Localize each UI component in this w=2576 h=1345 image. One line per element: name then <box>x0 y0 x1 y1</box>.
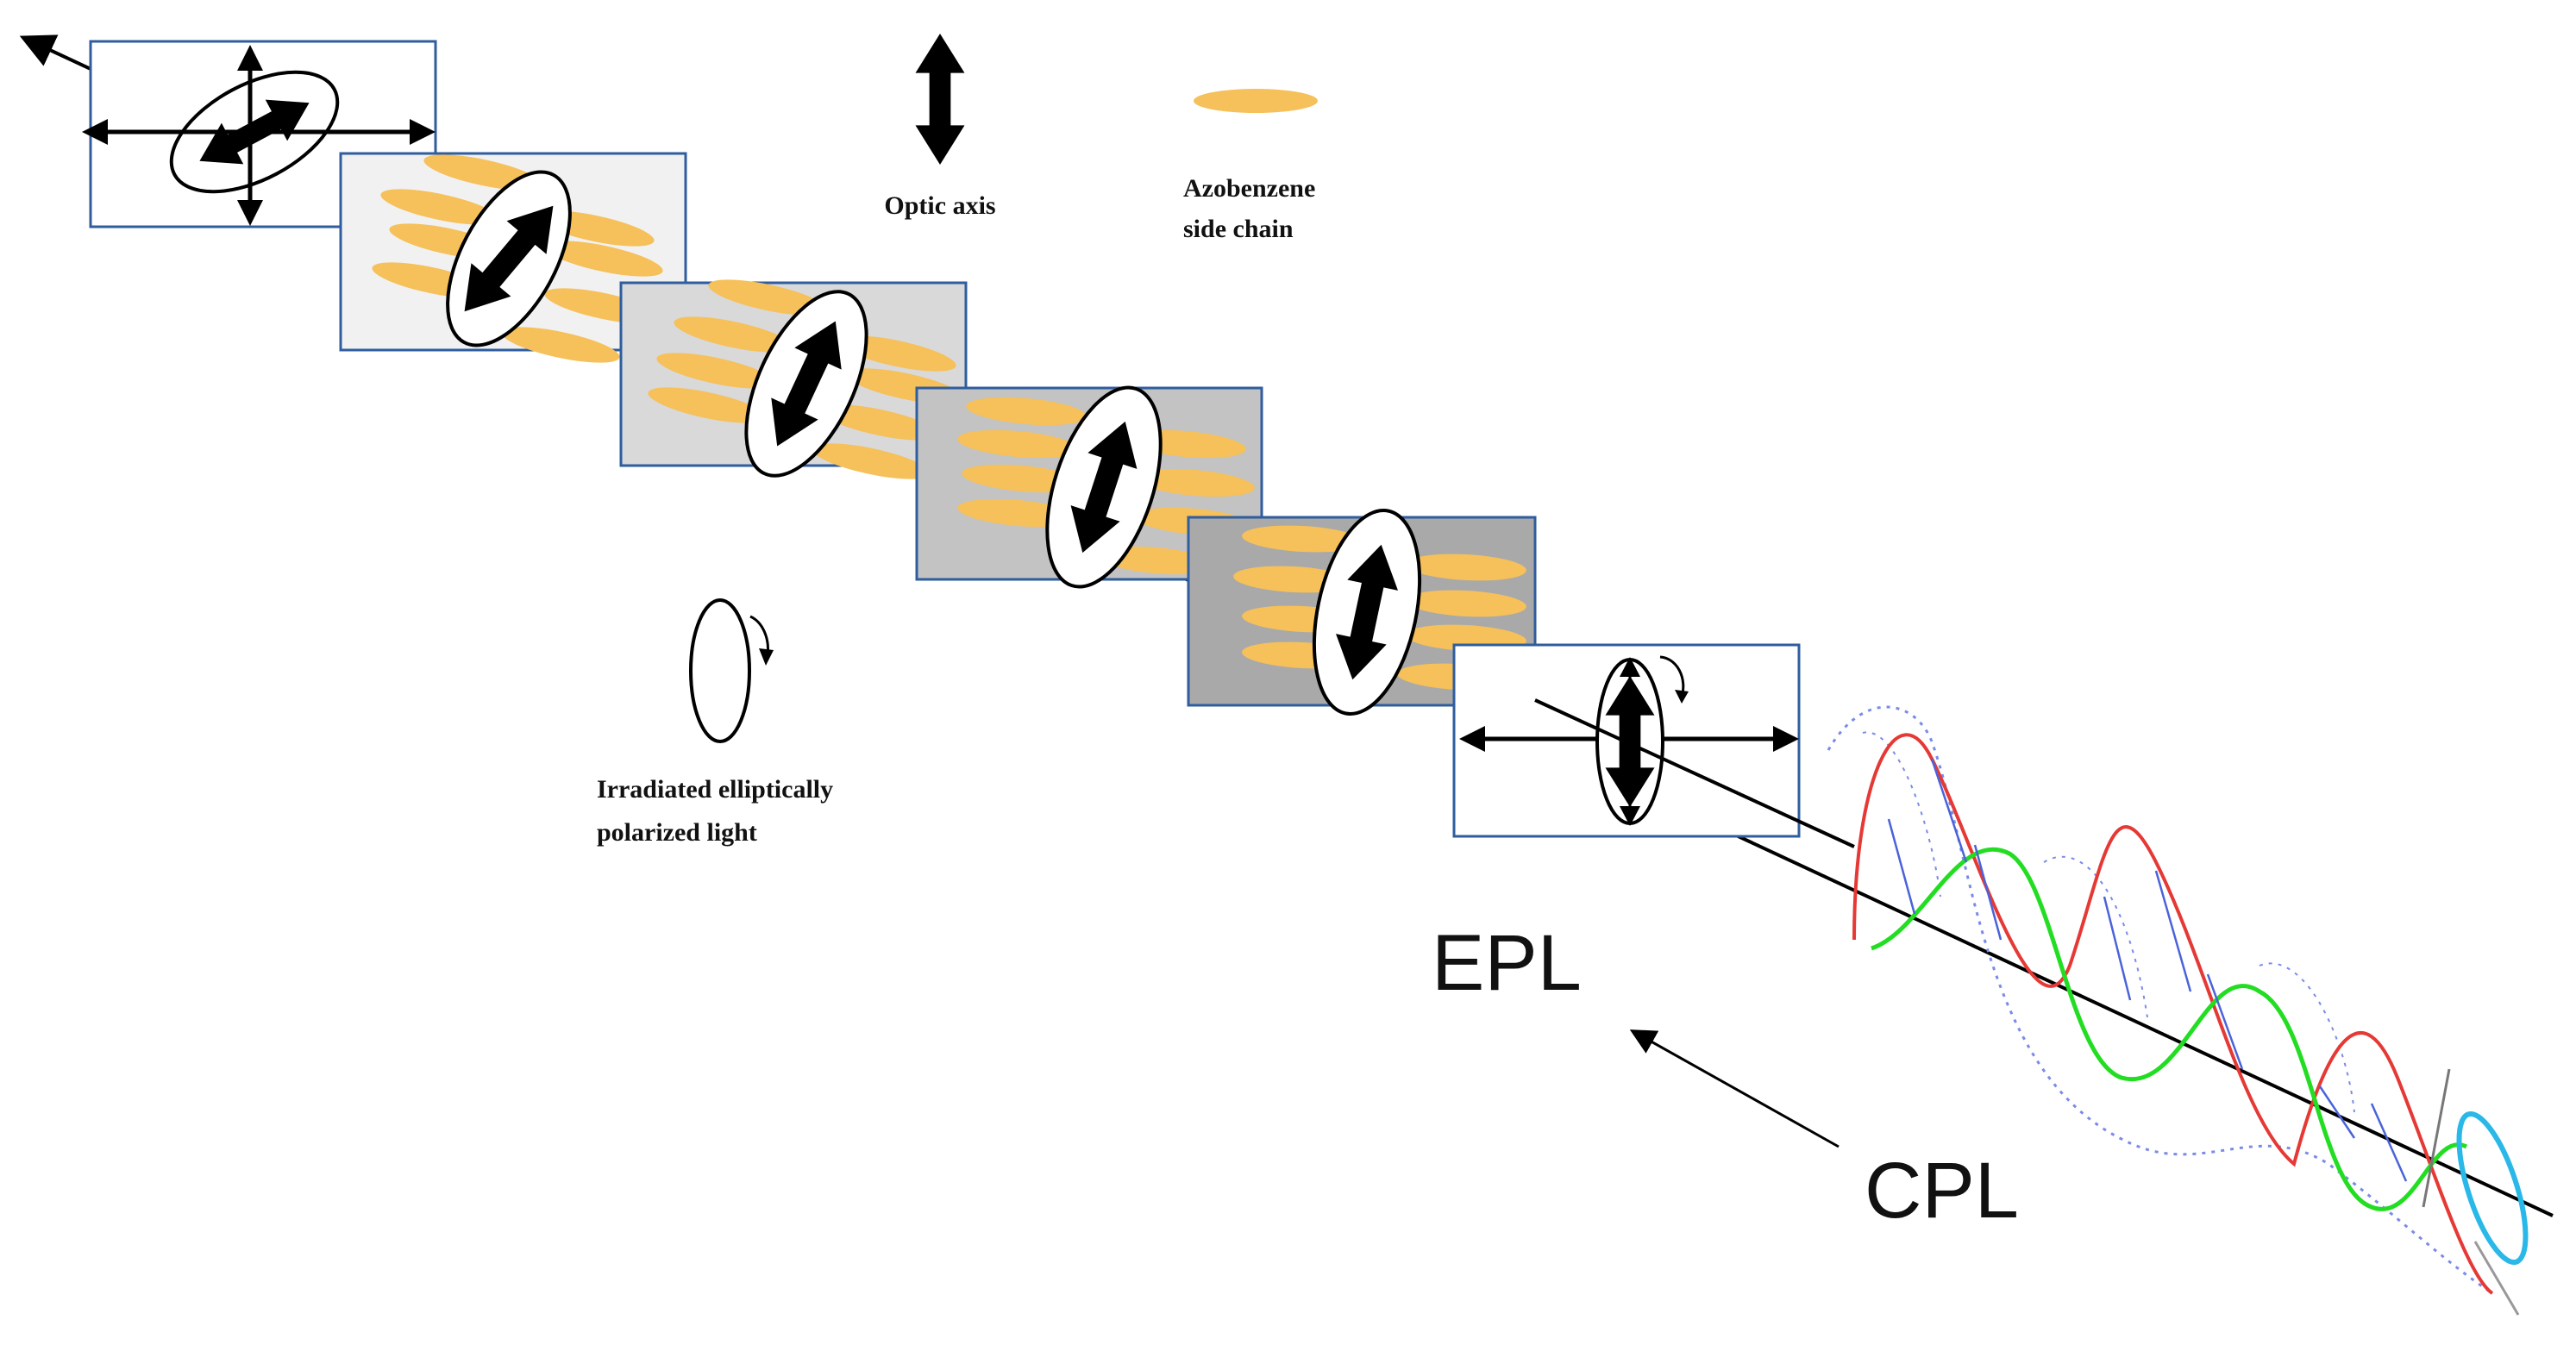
legend-azobenzene: Azobenzene side chain <box>1183 89 1318 243</box>
blue-dotted-envelope <box>1827 705 2493 1295</box>
azobenzene-label-line1: Azobenzene <box>1183 174 1315 203</box>
epl-label: EPL <box>1432 919 1582 1007</box>
green-wave <box>1871 847 2468 1211</box>
panel-3 <box>619 272 968 487</box>
optic-axis-icon <box>915 33 965 165</box>
legend-irradiated-epl: Irradiated elliptically polarized light <box>597 598 833 847</box>
wave-illustration <box>1827 705 2529 1316</box>
cpl-to-epl-arrow <box>1629 1029 1840 1148</box>
optic-axis-label: Optic axis <box>884 191 995 220</box>
azobenzene-label-line2: side chain <box>1183 215 1294 243</box>
irradiated-label-line1: Irradiated elliptically <box>597 775 833 804</box>
azobenzene-icon <box>1194 89 1318 113</box>
irradiated-label-line2: polarized light <box>597 818 757 847</box>
panel-5 <box>1187 509 1537 716</box>
red-wave <box>1852 733 2494 1295</box>
elliptical-light-icon <box>689 598 751 743</box>
legend-optic-axis: Optic axis <box>884 33 996 220</box>
cpl-label: CPL <box>1865 1147 2019 1235</box>
cyan-polarization-ellipse <box>2456 1110 2529 1266</box>
